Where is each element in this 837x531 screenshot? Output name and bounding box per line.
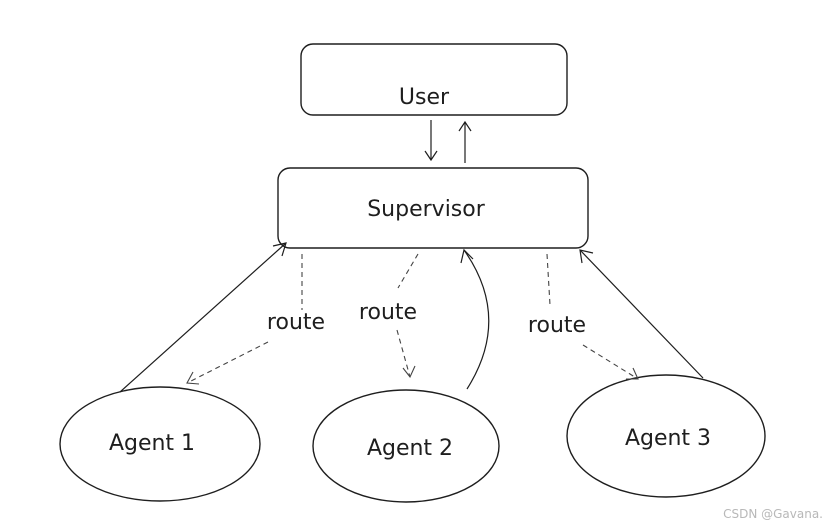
supervisor-to-agent-2-route [396,253,419,379]
agent-2-to-supervisor-arrow [460,248,490,390]
supervisor-to-agent-1-route [186,254,303,385]
agent-1-to-supervisor-arrow [119,242,287,393]
agent-3-to-supervisor-arrow [579,249,704,379]
route-1-label: route [267,310,325,335]
watermark: CSDN @Gavana. [723,507,823,521]
agent-1-label: Agent 1 [109,431,195,456]
agent-3-node: Agent 3 [566,374,766,498]
route-3-label: route [528,313,586,338]
user-label: User [399,85,450,110]
supervisor-to-agent-3-route [546,253,639,380]
route-2-label: route [359,300,417,325]
supervisor-node: Supervisor [277,167,589,249]
agent-3-label: Agent 3 [625,426,711,451]
agent-2-node: Agent 2 [312,389,500,503]
supervisor-label: Supervisor [367,197,486,222]
user-to-supervisor-arrow [424,120,438,162]
agent-1-node: Agent 1 [59,386,261,502]
user-node: User [300,43,568,116]
agent-2-label: Agent 2 [367,436,453,461]
supervisor-to-user-arrow [458,120,472,163]
